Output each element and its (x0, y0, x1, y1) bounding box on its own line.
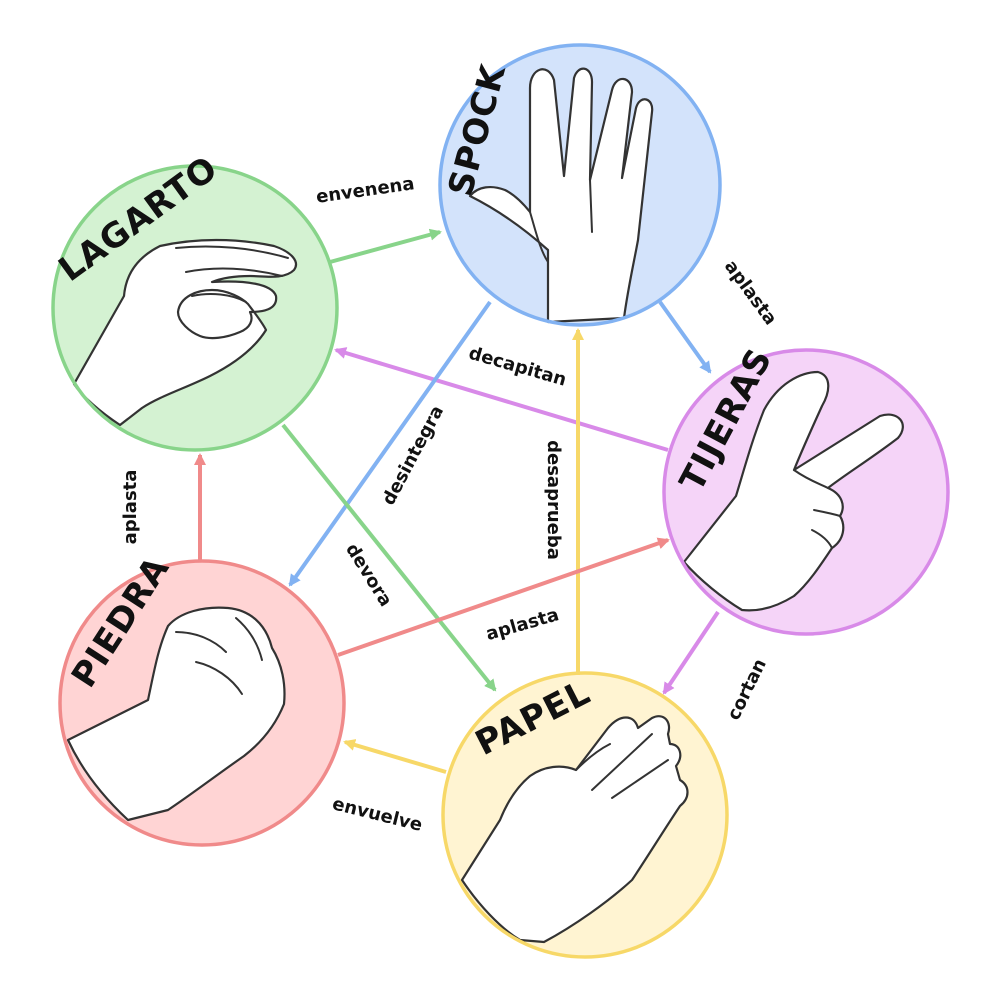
arrow-lagarto-spock (329, 228, 442, 264)
label-spock-tijeras: aplasta (720, 256, 781, 329)
arrow-tijeras-papel (662, 610, 720, 695)
label-tijeras-papel: cortan (723, 656, 771, 724)
vulcan-salute-hand-icon (468, 67, 654, 324)
node-outlines (51, 43, 950, 959)
edge-arrows (194, 228, 720, 774)
scissors-hand-icon (682, 370, 904, 612)
hand-drawings (66, 67, 904, 944)
label-piedra-tijeras: aplasta (484, 604, 562, 645)
label-papel-piedra: envuelve (330, 793, 424, 836)
arrow-spock-piedra (288, 300, 492, 587)
arrow-papel-piedra (343, 739, 447, 774)
lizard-hand-icon (72, 238, 298, 427)
fist-hand-icon (66, 606, 286, 822)
label-tijeras-lagarto: decapitan (466, 343, 568, 391)
spock-outline (438, 43, 722, 327)
label-lagarto-papel: devora (341, 540, 396, 611)
label-lagarto-spock: envenena (315, 173, 416, 208)
label-papel-spock: desaprueba (543, 440, 564, 560)
arrow-tijeras-lagarto (334, 347, 669, 452)
label-spock-piedra: desintegra (378, 402, 448, 509)
label-piedra-lagarto: aplasta (120, 470, 141, 545)
arrow-piedra-tijeras (337, 537, 670, 657)
arrow-lagarto-papel (281, 423, 497, 692)
tijeras-outline (662, 348, 950, 636)
papel-outline (441, 671, 729, 959)
lagarto-outline (51, 164, 339, 452)
arrow-spock-tijeras (658, 300, 712, 374)
paper-hand-icon (460, 715, 689, 944)
piedra-outline (58, 559, 346, 847)
